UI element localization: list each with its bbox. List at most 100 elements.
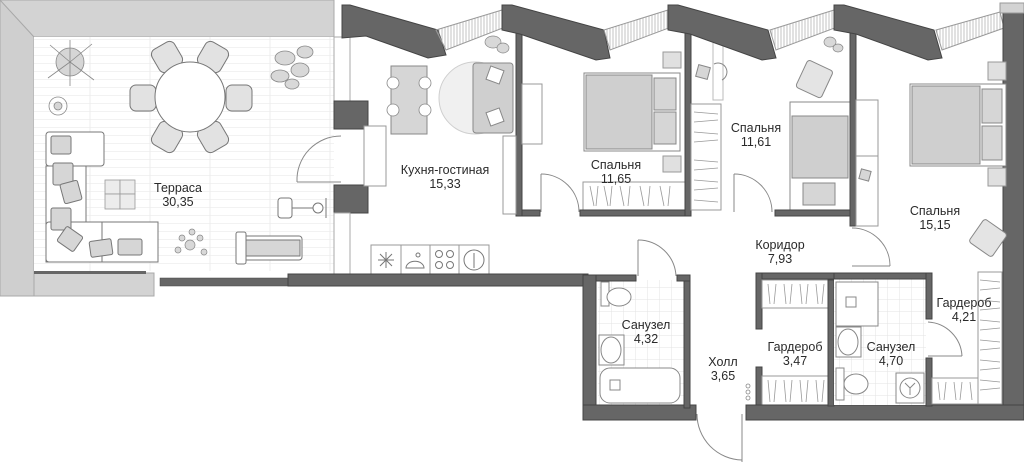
interior-wall (925, 272, 933, 320)
wall-pillar (333, 184, 369, 214)
exterior-wall-slanted (341, 4, 447, 59)
room-label-kitchen-living: Кухня-гостиная 15,33 (401, 163, 489, 191)
coat-hooks-icon (745, 383, 751, 401)
room-label-corridor: Коридор 7,93 (755, 238, 804, 266)
terrace (0, 0, 342, 297)
room-area: 7,93 (767, 252, 793, 266)
bedroom-1 (501, 4, 691, 217)
sink-icon (835, 326, 862, 358)
stove-icon (435, 250, 454, 269)
kitchen-living-room (287, 4, 589, 287)
wardrobe-hangers (767, 379, 825, 403)
window-slanted (935, 11, 1005, 51)
bathroom-1-door[interactable] (637, 239, 677, 277)
interior-wall (684, 29, 692, 217)
room-name: Спальня (909, 204, 961, 218)
double-bed (583, 72, 681, 152)
oven-icon (463, 249, 485, 271)
terrace-bottom-rail (34, 271, 146, 274)
interior-wall (925, 357, 933, 407)
laptop-icon (858, 168, 872, 182)
room-name: Гардероб (767, 340, 823, 354)
interior-wall (827, 279, 835, 407)
terrace-bottom-wall (159, 277, 291, 287)
sink-icon (405, 252, 425, 269)
interior-wall (521, 209, 541, 217)
room-area: 11,65 (600, 172, 632, 186)
room-name: Холл (708, 355, 738, 369)
room-label-bedroom-1: Спальня 11,65 (591, 158, 641, 186)
plant-icon (270, 45, 314, 90)
toilet-icon (835, 367, 869, 401)
room-area: 11,61 (740, 135, 772, 149)
plant-icon (823, 36, 844, 53)
plant-icon (47, 40, 95, 86)
exterior-wall (582, 404, 697, 421)
desk (855, 155, 879, 227)
room-name: Терраса (154, 181, 202, 195)
room-name: Санузел (621, 318, 671, 332)
room-label-wardrobe-1: Гардероб 3,47 (768, 340, 823, 368)
interior-wall (849, 29, 857, 227)
bedroom-3 (833, 2, 1024, 421)
window-frame (333, 36, 351, 102)
interior-wall (755, 272, 763, 330)
sink-icon (598, 334, 625, 366)
room-area: 15,33 (429, 177, 461, 191)
bedroom-2-door[interactable] (733, 173, 773, 213)
room-name: Спальня (730, 121, 782, 135)
bathtub-icon (599, 367, 681, 404)
coffee-table (104, 179, 136, 210)
room-name: Кухня-гостиная (400, 163, 490, 177)
wardrobe-hangers (589, 185, 671, 207)
wardrobe-hangers (693, 111, 719, 203)
room-label-wardrobe-2: Гардероб 4,21 (937, 296, 992, 324)
double-bed (909, 83, 1007, 167)
interior-wall (755, 366, 763, 408)
room-name: Санузел (866, 340, 916, 354)
interior-wall (774, 209, 851, 217)
room-label-bedroom-2: Спальня 11,61 (731, 121, 781, 149)
nightstand (987, 167, 1007, 187)
room-label-hall: Холл 3,65 (708, 355, 737, 383)
shower-icon (835, 281, 879, 327)
bedroom-3-door[interactable] (851, 227, 891, 267)
interior-wall (287, 273, 589, 287)
bedroom-1-door[interactable] (540, 173, 580, 213)
armchair (969, 219, 1007, 257)
plant-icon (48, 96, 68, 116)
interior-wall (515, 29, 523, 217)
room-label-bedroom-3: Спальня 15,15 (910, 204, 960, 232)
fridge-icon (378, 252, 394, 268)
interior-wall (833, 272, 933, 280)
room-name: Гардероб (936, 296, 992, 310)
interior-wall (683, 279, 691, 409)
wardrobe-hangers (937, 381, 973, 401)
terrace-bottom-ledge (33, 272, 155, 297)
wardrobe-1 (755, 272, 841, 408)
wardrobe-rack (977, 271, 1003, 405)
exterior-wall-slanted (667, 4, 777, 61)
exterior-wall (745, 404, 1024, 421)
room-area: 30,35 (162, 195, 194, 209)
wardrobe-tv (502, 135, 517, 215)
window-slanted (603, 9, 675, 51)
wardrobe-2-door[interactable] (927, 321, 963, 357)
terrace-parapet-corner (0, 0, 35, 297)
bathroom-1 (582, 239, 697, 421)
nightstand (987, 61, 1007, 81)
interior-wall (676, 274, 691, 282)
wardrobe-hangers (767, 283, 825, 305)
nightstand (662, 155, 682, 173)
plant-icon (174, 228, 208, 256)
entrance-door[interactable] (696, 413, 743, 462)
window-frame (333, 212, 351, 279)
terrace-door[interactable] (296, 135, 342, 183)
room-name: Коридор (755, 238, 805, 252)
treadmill (235, 231, 303, 265)
dining-table-square (386, 65, 432, 135)
wardrobe-tv (855, 99, 879, 157)
room-area: 4,32 (633, 332, 659, 346)
plant-icon (484, 35, 510, 54)
